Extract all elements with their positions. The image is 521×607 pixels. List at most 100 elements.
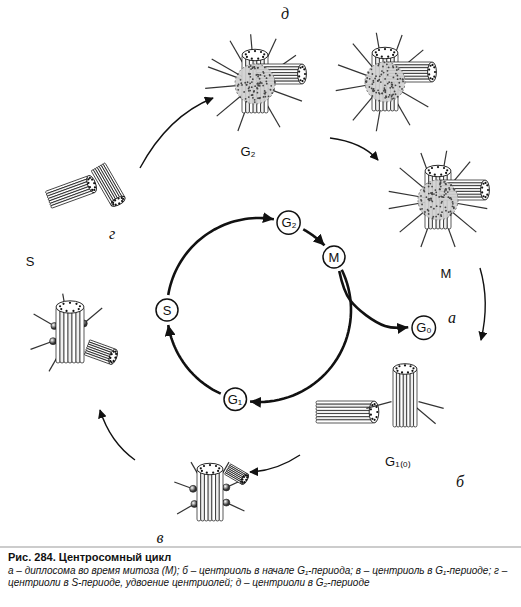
matrix-dot: [448, 187, 450, 189]
matrix-dot: [251, 81, 253, 83]
matrix-dot: [378, 79, 380, 81]
phase-circle: S: [155, 298, 179, 322]
matrix-dot: [366, 77, 368, 79]
triplet-section: [384, 48, 386, 50]
matrix-dot: [447, 196, 449, 198]
matrix-dot: [391, 98, 393, 100]
matrix-dot: [244, 82, 246, 84]
phase-label: S: [26, 255, 35, 269]
matrix-dot: [257, 82, 259, 84]
matrix-dot: [255, 74, 257, 76]
triplet-section: [262, 56, 264, 58]
matrix-dot: [383, 72, 385, 74]
centriole-end: [369, 401, 379, 423]
matrix-dot: [430, 206, 432, 208]
matrix-dot: [431, 193, 433, 195]
triplet-section: [245, 53, 247, 55]
centriole-end: [428, 62, 437, 82]
microtubule-triplet: [197, 469, 201, 521]
microtubule-triplet: [403, 369, 406, 427]
triplet-section: [118, 202, 121, 205]
cycle-arrow: [303, 229, 324, 245]
triplet-section: [376, 54, 378, 56]
matrix-dot: [391, 94, 393, 96]
matrix-dot: [254, 101, 256, 103]
triplet-section: [486, 194, 488, 196]
triplet-section: [395, 367, 397, 369]
matrix-dot: [240, 79, 242, 81]
matrix-dot: [378, 100, 380, 102]
matrix-dot: [393, 77, 395, 79]
matrix-dot: [439, 188, 441, 190]
triplet-section: [407, 371, 409, 373]
matrix-dot: [245, 98, 247, 100]
centriole-end: [109, 194, 126, 208]
matrix-dot: [259, 97, 261, 99]
matrix-dot: [435, 194, 437, 196]
matrix-dot: [266, 77, 268, 79]
microtubule: [366, 402, 391, 409]
matrix-dot: [421, 208, 423, 210]
panel-letter: а: [448, 309, 456, 327]
matrix-dot: [265, 81, 267, 83]
phase-name: G₀: [416, 321, 432, 334]
triplet-section: [217, 470, 219, 472]
triplet-section: [299, 79, 301, 81]
triplet-section: [375, 51, 377, 53]
microtubule-triplet: [396, 369, 399, 427]
matrix-dot: [436, 205, 438, 207]
triplet-section: [203, 465, 205, 467]
triplet-section: [122, 197, 125, 200]
matrix-dot: [441, 202, 443, 204]
matrix-dot: [433, 208, 435, 210]
matrix-dot: [450, 214, 452, 216]
triplet-section: [215, 465, 217, 467]
triplet-section: [431, 64, 433, 66]
matrix-dot: [395, 93, 397, 95]
phase-circle: G₂: [276, 210, 301, 235]
triplet-section: [375, 416, 377, 418]
triplet-section: [412, 367, 414, 369]
matrix-dot: [392, 67, 394, 69]
matrix-dot: [270, 89, 272, 91]
matrix-dot: [439, 189, 441, 191]
microtubule-triplet: [56, 307, 60, 363]
caption-rule: [0, 547, 521, 548]
microtubule-triplet: [316, 407, 374, 410]
matrix-dot: [381, 70, 383, 72]
triplet-section: [433, 66, 435, 68]
matrix-dot: [424, 211, 426, 213]
matrix-dot: [375, 75, 377, 77]
microtubule-triplet: [208, 469, 212, 521]
matrix-dot: [245, 101, 247, 103]
microtubule-triplet: [204, 469, 208, 521]
matrix-dot: [375, 92, 377, 94]
matrix-dot: [398, 82, 400, 84]
triplet-section: [298, 70, 300, 72]
centriole: [197, 463, 223, 521]
matrix-dot: [251, 94, 253, 96]
triplet-section: [251, 58, 253, 60]
matrix-dot: [447, 191, 449, 193]
matrix-dot: [437, 213, 439, 215]
matrix-dot: [397, 78, 399, 80]
matrix-dot: [247, 81, 249, 83]
triplet-section: [484, 196, 486, 198]
matrix-dot: [257, 92, 259, 94]
triplet-section: [433, 76, 435, 78]
matrix-dot: [388, 96, 390, 98]
matrix-dot: [435, 191, 437, 193]
triplet-section: [437, 166, 439, 168]
triplet-section: [392, 54, 394, 56]
triplet-section: [254, 50, 256, 52]
matrix-dot: [440, 180, 442, 182]
matrix-dot: [381, 92, 383, 94]
matrix-dot: [395, 84, 397, 86]
triplet-section: [301, 80, 303, 82]
triplet-section: [114, 203, 117, 206]
cycle-arrow: [250, 270, 351, 402]
matrix-dot: [428, 186, 430, 188]
matrix-dot: [440, 182, 442, 184]
matrix-dot: [445, 183, 447, 185]
